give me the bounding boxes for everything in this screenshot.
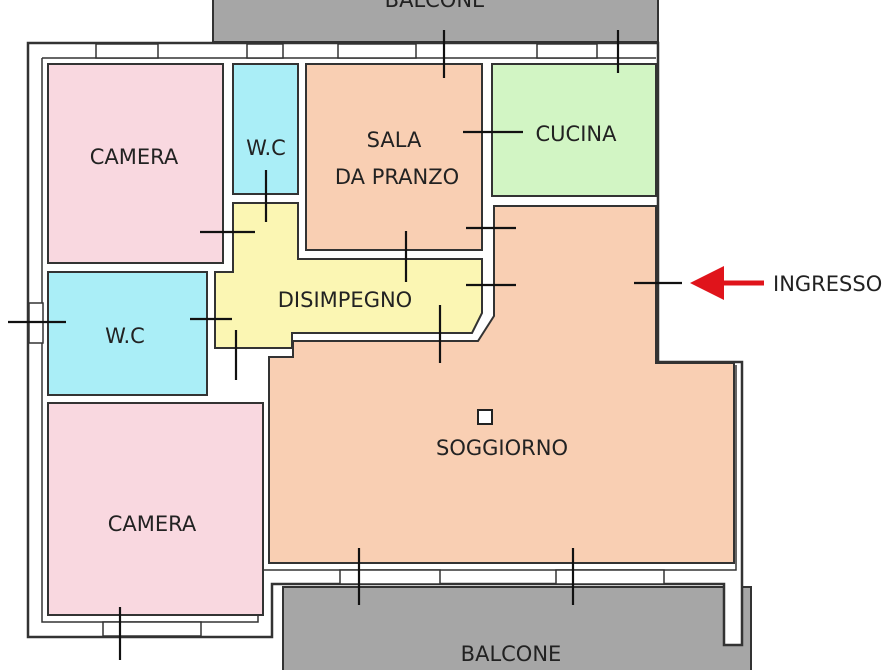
balcony-bottom [282,586,752,670]
sala-label-line1: SALA [367,128,422,152]
sala-label-line2: DA PRANZO [335,165,459,189]
room-camera-top [47,63,224,264]
room-sala-da-pranzo [305,63,483,251]
ceiling-light-icon [477,409,493,425]
room-cucina [491,63,657,197]
room-wc-left [47,271,208,396]
room-soggiorno [268,205,735,564]
windows [28,43,665,637]
wc-left-label: W.C [105,324,145,348]
door-markers [8,30,682,660]
wc-top-label: W.C [246,136,286,160]
room-disimpegno [214,202,483,349]
window-cucina [536,43,598,59]
window-camera-bottom [102,621,202,637]
camera-bottom-label: CAMERA [108,512,197,536]
balcony-top-label: BALCONE [385,0,486,12]
room-camera-bottom [47,402,264,616]
cucina-label: CUCINA [536,122,618,146]
window-soggiorno-2 [555,569,665,585]
disimpegno-label: DISIMPEGNO [278,288,412,312]
entrance-label: INGRESSO [773,272,882,296]
window-sala [337,43,417,59]
window-soggiorno-1 [339,569,441,585]
soggiorno-label: SOGGIORNO [436,436,568,460]
window-camera-top [95,43,159,59]
entrance-arrow [690,266,764,300]
balcony-top [212,0,659,43]
balcony-bottom-label: BALCONE [461,642,562,666]
camera-top-label: CAMERA [90,145,179,169]
window-wc-top [246,43,284,59]
